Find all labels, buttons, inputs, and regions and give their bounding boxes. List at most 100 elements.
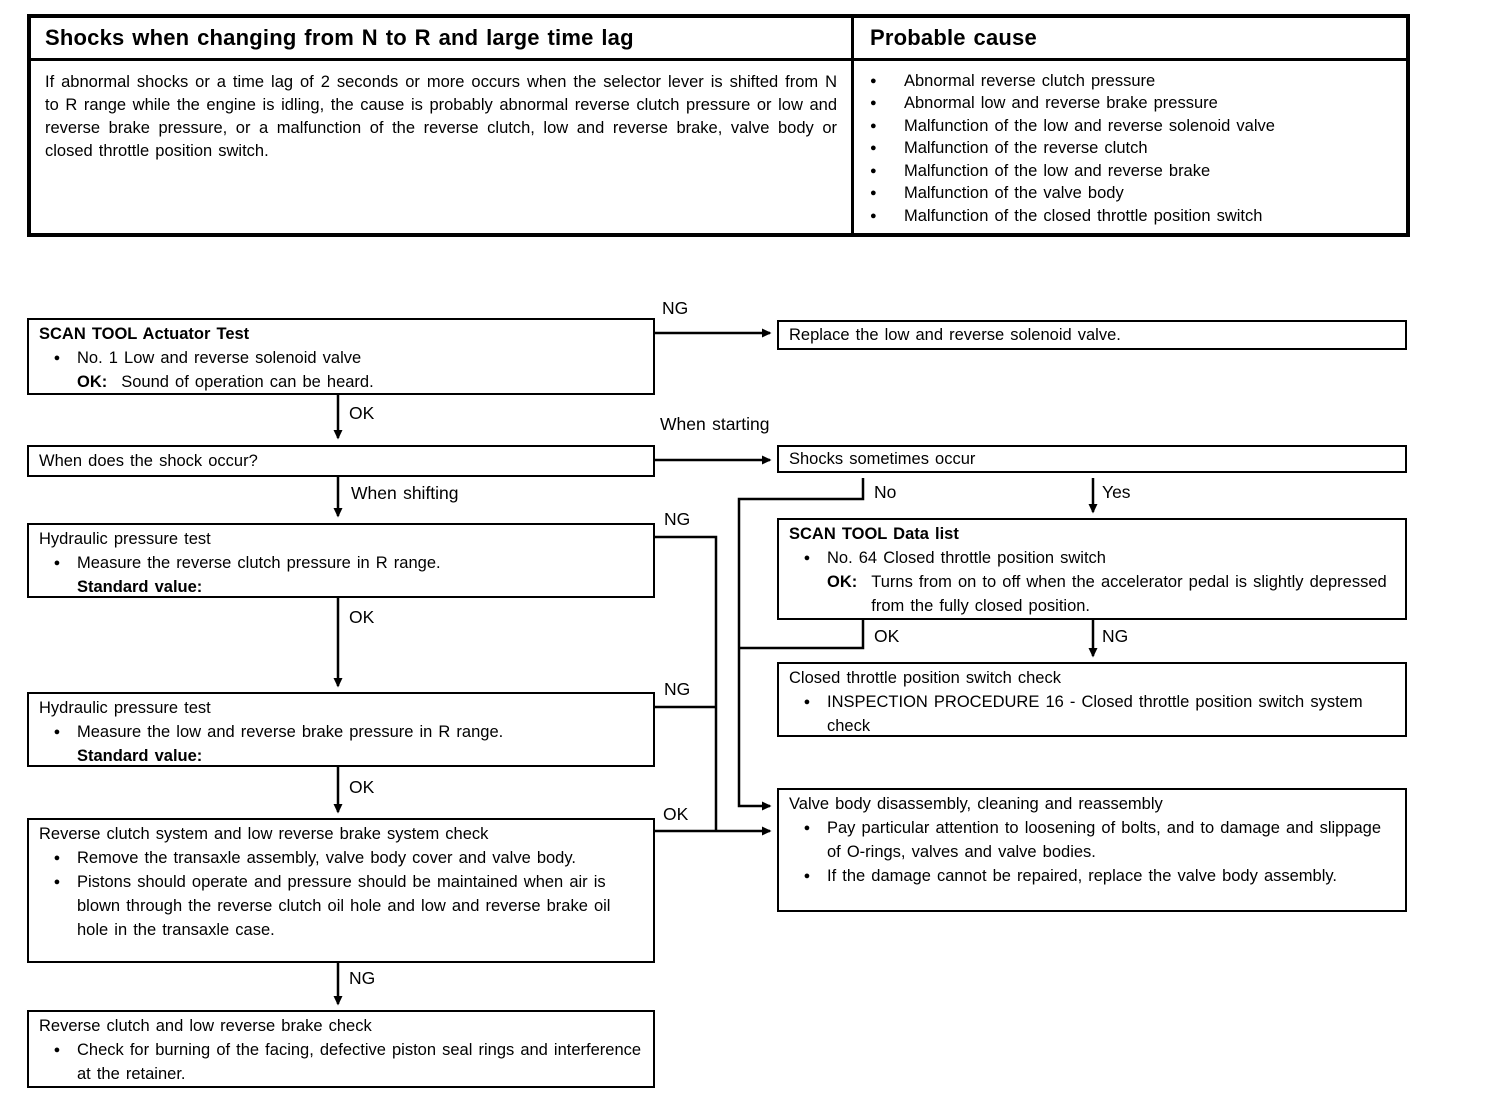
symptom-header-cell: Shocks when changing from N to R and lar… (31, 18, 854, 58)
ok-criteria: OK: Turns from on to off when the accele… (787, 570, 1397, 618)
ok-label: OK: (77, 373, 108, 391)
box-scan-tool-data-list: SCAN TOOL Data list ● No. 64 Closed thro… (777, 518, 1407, 620)
item-text: No. 64 Closed throttle position switch (827, 549, 1106, 567)
symptom-title: Shocks when changing from N to R and lar… (45, 24, 634, 50)
label-when-starting: When starting (660, 414, 770, 434)
summary-table: Shocks when changing from N to R and lar… (27, 14, 1410, 237)
item-text: If the damage cannot be repaired, replac… (827, 867, 1337, 885)
list-item: ● Check for burning of the facing, defec… (37, 1038, 645, 1086)
label-ng: NG (662, 298, 689, 318)
bullet-icon: ● (803, 822, 811, 834)
standard-value-label: Standard value: (77, 747, 203, 765)
label-ng: NG (664, 679, 691, 699)
bullet-icon: ● (53, 557, 61, 569)
summary-table-header-row: Shocks when changing from N to R and lar… (31, 18, 1406, 61)
bullet-icon: ● (53, 1044, 61, 1056)
list-item: ● Pistons should operate and pressure sh… (37, 870, 645, 942)
list-item: ● Measure the reverse clutch pressure in… (37, 551, 645, 575)
item-text: INSPECTION PROCEDURE 16 - Closed throttl… (827, 693, 1363, 735)
box-title: Closed throttle position switch check (789, 669, 1061, 687)
box-valve-body-disassembly: Valve body disassembly, cleaning and rea… (777, 788, 1407, 912)
probable-cause-list: ● Abnormal reverse clutch pressure ● Abnor… (870, 67, 1390, 228)
label-ok: OK (874, 626, 900, 646)
box-hydraulic-pressure-test-1: Hydraulic pressure test ● Measure the re… (27, 523, 655, 598)
list-item: ● INSPECTION PROCEDURE 16 - Closed throt… (787, 690, 1397, 738)
item-text: Remove the transaxle assembly, valve bod… (77, 849, 576, 867)
label-ok: OK (349, 607, 375, 627)
label-ok: OK (349, 777, 375, 797)
item-text: Measure the reverse clutch pressure in R… (77, 554, 441, 572)
list-item: ● Malfunction of the closed throttle posi… (870, 205, 1390, 228)
box-reverse-clutch-system-check: Reverse clutch system and low reverse br… (27, 818, 655, 963)
ok-text: Sound of operation can be heard. (121, 373, 374, 391)
box-closed-throttle-switch-check: Closed throttle position switch check ● … (777, 662, 1407, 737)
cause-text: Malfunction of the valve body (904, 184, 1124, 202)
label-yes: Yes (1102, 482, 1131, 502)
item-text: Measure the low and reverse brake pressu… (77, 723, 504, 741)
box-when-does-shock-occur: When does the shock occur? (27, 445, 655, 477)
item-text: Pay particular attention to loosening of… (827, 819, 1382, 861)
box-hydraulic-pressure-test-2: Hydraulic pressure test ● Measure the lo… (27, 692, 655, 767)
label-when-shifting: When shifting (351, 483, 459, 503)
item-text: No. 1 Low and reverse solenoid valve (77, 349, 362, 367)
bullet-icon: ● (53, 726, 61, 738)
cause-text: Malfunction of the closed throttle posit… (904, 206, 1263, 225)
label-no: No (874, 482, 897, 502)
label-ng: NG (1102, 626, 1129, 646)
bullet-icon: ● (53, 876, 61, 888)
ok-criteria: OK: Sound of operation can be heard. (37, 370, 645, 394)
list-item: ● Abnormal low and reverse brake pressure (870, 92, 1390, 115)
box-scan-tool-actuator-test: SCAN TOOL Actuator Test ● No. 1 Low and … (27, 318, 655, 395)
list-item: ● No. 1 Low and reverse solenoid valve (37, 346, 645, 370)
item-text: Check for burning of the facing, defecti… (77, 1041, 642, 1083)
list-item: ● If the damage cannot be repaired, repl… (787, 864, 1397, 888)
label-ok: OK (663, 804, 689, 824)
bullet-icon: ● (870, 97, 877, 109)
list-item: ●Malfunction of the reverse clutch (870, 137, 1390, 160)
box-title: Reverse clutch and low reverse brake che… (39, 1017, 372, 1035)
box-replace-solenoid: Replace the low and reverse solenoid val… (777, 320, 1407, 350)
bullet-icon: ● (870, 164, 877, 177)
ok-text: Turns from on to off when the accelerato… (871, 573, 1387, 615)
label-ok: OK (349, 403, 375, 423)
list-item: ● Remove the transaxle assembly, valve b… (37, 846, 645, 870)
probable-cause-header-cell: Probable cause (854, 18, 1406, 58)
probable-cause-title: Probable cause (870, 24, 1037, 50)
summary-table-body-row: If abnormal shocks or a time lag of 2 se… (31, 60, 1406, 234)
box-title: Reverse clutch system and low reverse br… (39, 825, 489, 843)
cause-text: Abnormal reverse clutch pressure (904, 71, 1156, 90)
cause-text: Malfunction of the low and reverse solen… (904, 116, 1275, 135)
box-title: Valve body disassembly, cleaning and rea… (789, 795, 1163, 813)
list-item: ● Abnormal reverse clutch pressure (870, 70, 1390, 93)
box-title: Replace the low and reverse solenoid val… (789, 326, 1121, 344)
list-item: ● Pay particular attention to loosening … (787, 816, 1397, 864)
box-title: SCAN TOOL Actuator Test (39, 325, 250, 343)
box-title: SCAN TOOL Data list (789, 525, 959, 543)
list-item: ● Malfunction of the low and reverse sole… (870, 115, 1390, 138)
label-ng: NG (664, 509, 691, 529)
bullet-icon: ● (803, 696, 811, 708)
symptom-description-cell: If abnormal shocks or a time lag of 2 se… (31, 60, 854, 233)
item-text: Pistons should operate and pressure shou… (77, 873, 611, 939)
symptom-description: If abnormal shocks or a time lag of 2 se… (45, 72, 837, 160)
cause-text: Malfunction of the low and reverse brake (904, 161, 1211, 180)
cause-text: Malfunction of the reverse clutch (904, 139, 1148, 157)
box-shocks-sometimes-occur: Shocks sometimes occur (777, 445, 1407, 473)
box-title: When does the shock occur? (39, 452, 258, 470)
box-reverse-clutch-brake-check: Reverse clutch and low reverse brake che… (27, 1010, 655, 1088)
bullet-icon: ● (870, 74, 877, 87)
box-title: Hydraulic pressure test (39, 530, 211, 548)
connector-ok-scan-data (739, 620, 865, 650)
bullet-icon: ● (53, 852, 61, 864)
bullet-icon: ● (803, 552, 811, 564)
box-title: Hydraulic pressure test (39, 699, 211, 717)
list-item: ● No. 64 Closed throttle position switch (787, 546, 1397, 570)
cause-text: Abnormal low and reverse brake pressure (904, 94, 1218, 112)
standard-value-label: Standard value: (77, 578, 203, 596)
list-item: ●Malfunction of the valve body (870, 182, 1390, 205)
probable-cause-cell: ● Abnormal reverse clutch pressure ● Abnor… (854, 61, 1406, 234)
bullet-icon: ● (53, 352, 61, 364)
bullet-icon: ● (870, 209, 877, 222)
bullet-icon: ● (870, 119, 877, 132)
